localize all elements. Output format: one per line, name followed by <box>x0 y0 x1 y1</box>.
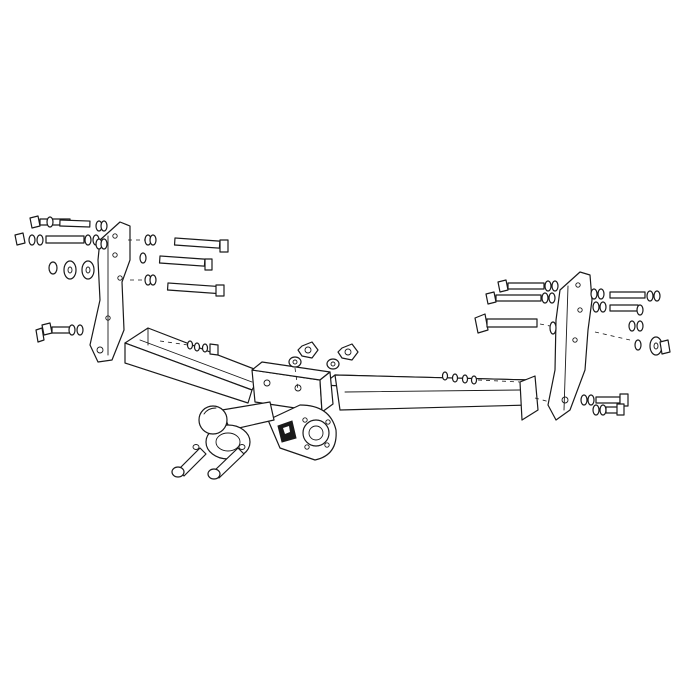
left-bracket <box>89 221 131 363</box>
right-bracket <box>547 271 593 421</box>
center-nuts <box>288 341 359 391</box>
crossbar <box>124 327 539 421</box>
right-bolts-inner <box>441 279 559 403</box>
right-bolts-outer <box>580 288 671 416</box>
left-bolts-outer <box>14 215 108 343</box>
flange-bolts <box>171 444 246 480</box>
tow-ball <box>198 405 228 435</box>
left-bolts-inner <box>128 234 229 356</box>
socket-plate <box>267 404 337 461</box>
